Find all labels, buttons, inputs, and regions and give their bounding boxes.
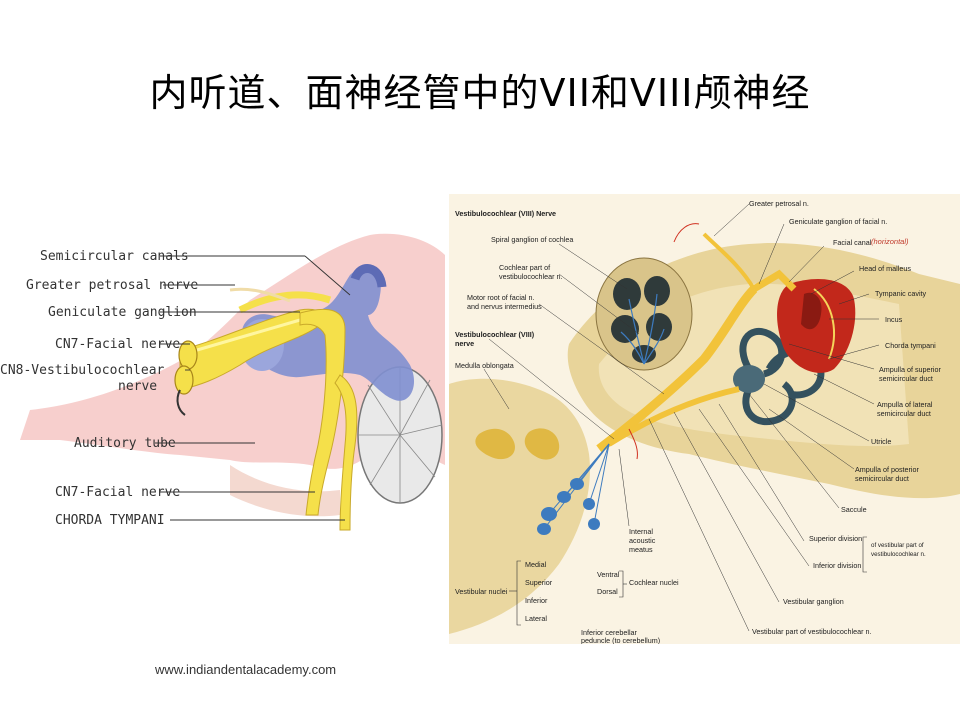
left-ear-nerve-diagram: Semicircular canals Greater petrosal ner… bbox=[0, 215, 450, 545]
plate-title: Vestibulocochlear (VIII) Nerve bbox=[455, 209, 556, 218]
label-of-vestibular-part: of vestibular part of bbox=[871, 542, 924, 549]
nerve-stub bbox=[176, 389, 186, 416]
label-medial: Medial bbox=[525, 560, 547, 569]
label-ampulla-superior-2: semicircular duct bbox=[879, 374, 933, 383]
spiral-ganglion-fibers bbox=[620, 293, 665, 365]
label-ampulla-lateral: Ampulla of lateral bbox=[877, 400, 933, 409]
label-ventral: Ventral bbox=[597, 570, 620, 579]
nuclei-brackets bbox=[509, 536, 867, 626]
left-diagram-svg: Semicircular canals Greater petrosal ner… bbox=[0, 233, 445, 531]
label-semicircular-canals: Semicircular canals bbox=[40, 249, 189, 264]
label-meatus: meatus bbox=[629, 545, 653, 554]
label-spiral-ganglion: Spiral ganglion of cochlea bbox=[491, 235, 573, 244]
label-inferior-division: Inferior division bbox=[813, 561, 861, 570]
facial-nerve-descending bbox=[299, 308, 346, 516]
label-cochlear-part-2: vestibulocochlear n. bbox=[499, 272, 563, 281]
label-chorda-tympani: CHORDA TYMPANI bbox=[55, 513, 165, 528]
label-superior: Superior bbox=[525, 578, 553, 587]
label-ampulla-superior: Ampulla of superior bbox=[879, 365, 942, 374]
label-facial-canal: Facial canal bbox=[833, 238, 872, 247]
label-cochlear-part: Cochlear part of bbox=[499, 263, 550, 272]
nucleus-fibers bbox=[543, 443, 610, 530]
label-vestibular-ganglion: Vestibular ganglion bbox=[783, 597, 844, 606]
label-cn7-facial-nerve-top: CN7-Facial nerve bbox=[55, 337, 180, 352]
utricle-saccule bbox=[733, 365, 765, 393]
canal-loop bbox=[350, 264, 387, 288]
red-annotation-mark-2 bbox=[628, 428, 638, 460]
facial-nerve-highlight bbox=[179, 318, 301, 357]
right-vestibulocochlear-diagram: Vestibulocochlear (VIII) Nerve Spiral ga… bbox=[449, 194, 960, 645]
label-incus: Incus bbox=[885, 315, 903, 324]
label-vestibulocochlear-n: vestibulocochlear n. bbox=[871, 551, 926, 558]
label-motor-root-2: and nervus intermedius bbox=[467, 302, 542, 311]
label-greater-petrosal: Greater petrosal n. bbox=[749, 199, 809, 208]
label-internal: Internal bbox=[629, 527, 653, 536]
right-leader-lines bbox=[483, 203, 880, 632]
label-vestibular-part: Vestibular part of vestibulocochlear n. bbox=[752, 627, 871, 636]
label-geniculate-ganglion: Geniculate ganglion of facial n. bbox=[789, 217, 887, 226]
label-cn7-facial-nerve-bottom: CN7-Facial nerve bbox=[55, 485, 180, 500]
label-motor-root: Motor root of facial n. bbox=[467, 293, 535, 302]
label-peduncle: peduncle (to cerebellum) bbox=[581, 636, 660, 644]
label-utricle: Utricle bbox=[871, 437, 891, 446]
label-cn8-nerve: nerve bbox=[118, 379, 157, 394]
label-inferior: Inferior bbox=[525, 596, 548, 605]
slide-title: 内听道、面神经管中的VII和VIII颅神经 bbox=[149, 71, 811, 115]
chorda-tympani-line bbox=[813, 288, 835, 360]
ossicles bbox=[801, 292, 822, 330]
vestibulocochlear-nerve bbox=[607, 386, 740, 447]
label-head-of-malleus: Head of malleus bbox=[859, 264, 911, 273]
right-diagram-svg: Vestibulocochlear (VIII) Nerve Spiral ga… bbox=[449, 194, 960, 645]
label-auditory-tube: Auditory tube bbox=[74, 436, 176, 451]
facial-nerve-genu bbox=[752, 269, 797, 293]
label-vestibulocochlear-viii: Vestibulocochlear (VIII) bbox=[455, 330, 535, 339]
label-ampulla-lateral-2: semicircular duct bbox=[877, 409, 931, 418]
label-acoustic: acoustic bbox=[629, 536, 656, 545]
petrosal-thin bbox=[229, 287, 291, 303]
label-cochlear-nuclei: Cochlear nuclei bbox=[629, 578, 679, 587]
cn8-cut-end bbox=[174, 365, 194, 395]
label-tympanic-cavity: Tympanic cavity bbox=[875, 289, 927, 298]
label-ampulla-posterior-2: semicircular duct bbox=[855, 474, 909, 483]
label-ampulla-posterior: Ampulla of posterior bbox=[855, 465, 920, 474]
label-cn8-vestibulocochlear: CN8-Vestibulocochlear bbox=[0, 363, 165, 378]
label-vestibulocochlear-viii-2: nerve bbox=[455, 339, 474, 348]
label-superior-division: Superior division bbox=[809, 534, 862, 543]
label-lateral: Lateral bbox=[525, 614, 547, 623]
red-annotation-mark bbox=[673, 223, 700, 243]
brainstem-folds bbox=[475, 428, 560, 460]
label-saccule: Saccule bbox=[841, 505, 867, 514]
chorda-tympani bbox=[334, 374, 358, 531]
greater-petrosal-branch bbox=[702, 232, 756, 291]
cochlea-turns bbox=[611, 276, 672, 363]
label-vestibular-nuclei: Vestibular nuclei bbox=[455, 587, 508, 596]
label-medulla-oblongata: Medulla oblongata bbox=[455, 361, 514, 370]
cn7-cut-end bbox=[178, 340, 198, 370]
label-dorsal: Dorsal bbox=[597, 587, 618, 596]
label-inferior-cerebellar: Inferior cerebellar bbox=[581, 628, 638, 637]
footer-url: www.indiandentalacademy.com bbox=[155, 662, 337, 677]
facial-nerve-main bbox=[596, 285, 758, 453]
greater-petrosal-nerve bbox=[238, 291, 332, 314]
label-chorda-tympani: Chorda tympani bbox=[885, 341, 936, 350]
handwritten-horizontal: (horizontal) bbox=[871, 237, 909, 246]
label-greater-petrosal-nerve: Greater petrosal nerve bbox=[26, 278, 198, 293]
label-geniculate-ganglion: Geniculate ganglion bbox=[48, 305, 197, 320]
left-leader-lines bbox=[155, 255, 351, 521]
